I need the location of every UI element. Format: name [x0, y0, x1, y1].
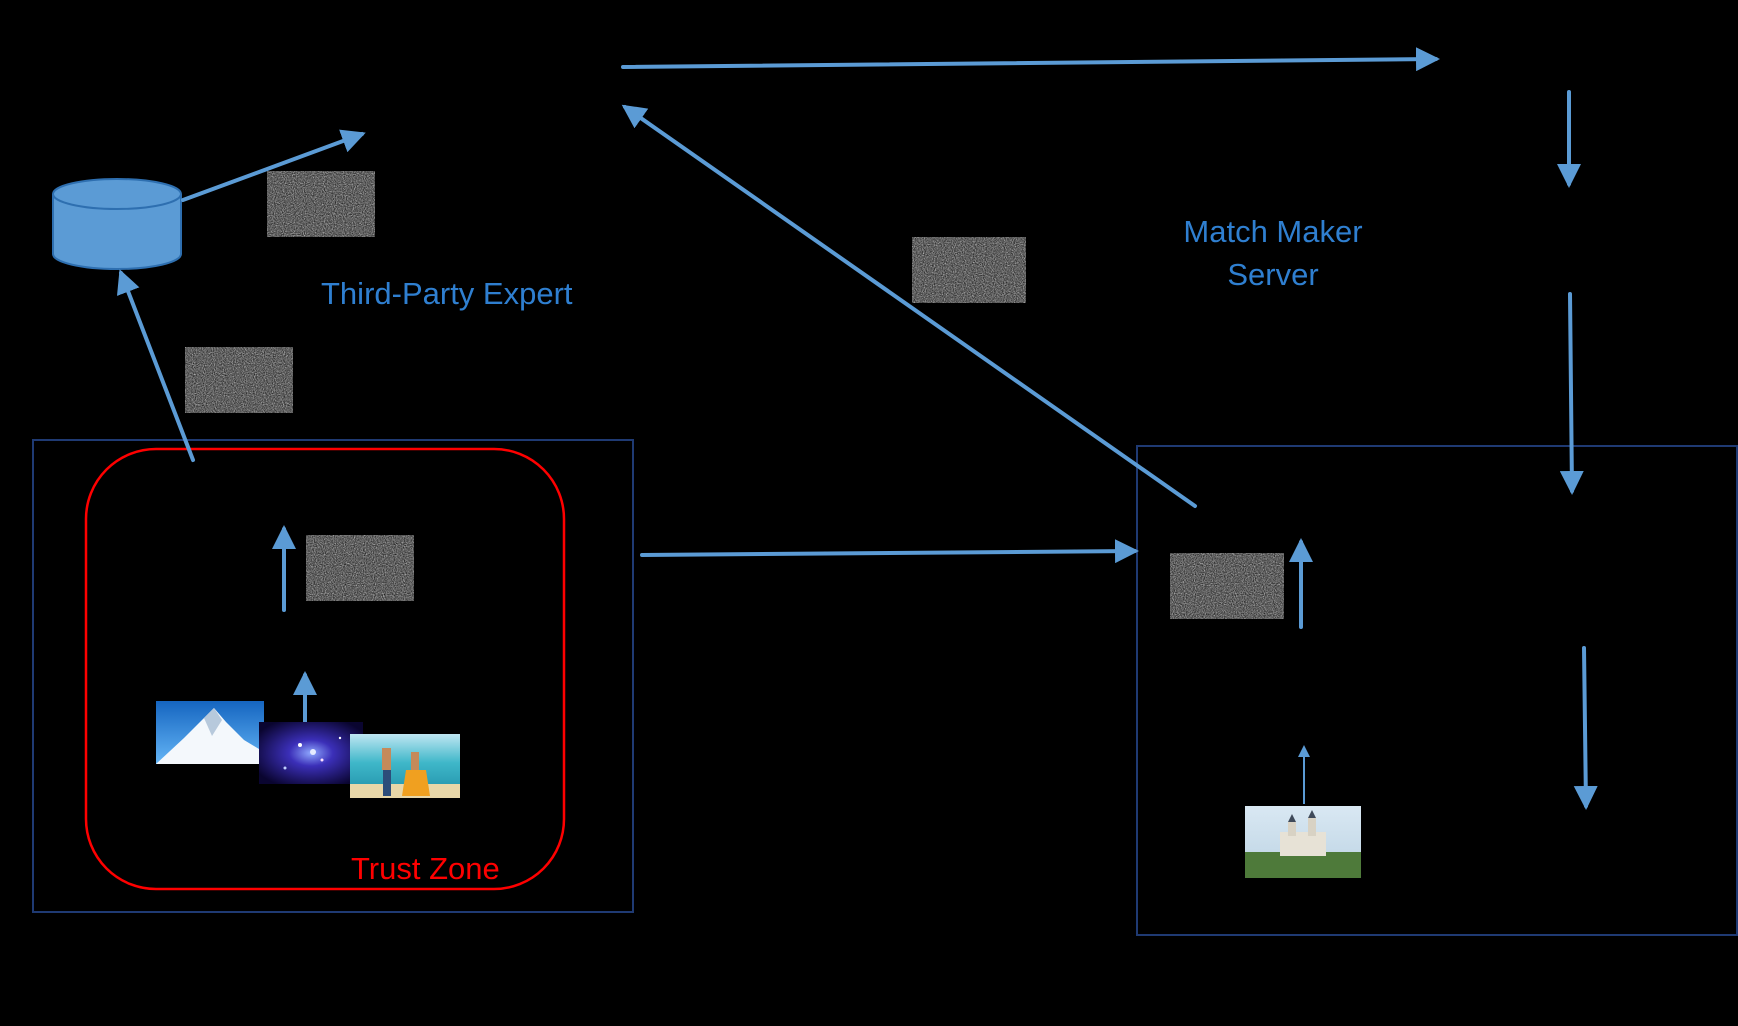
arrow-client-to-db — [116, 269, 195, 462]
trust-zone-boundary — [84, 447, 566, 891]
right-client-frame — [1136, 445, 1738, 936]
trust-zone-label: Trust Zone — [351, 851, 500, 886]
left-client-frame — [32, 439, 634, 913]
arrow-server-down-2 — [1559, 292, 1584, 495]
noise-block-top-left — [267, 171, 375, 237]
beach-couple-photo — [350, 734, 460, 798]
arrows — [116, 47, 1598, 810]
database-icon — [52, 178, 182, 270]
third-party-expert-label: Third-Party Expert — [321, 276, 573, 311]
match-maker-line1: Match Maker — [1183, 214, 1363, 249]
noise-block-right — [1170, 553, 1284, 619]
arrow-db-to-expert — [181, 129, 366, 202]
galaxy-photo — [259, 722, 363, 784]
match-maker-server-label: Match Maker Server — [1167, 213, 1379, 293]
noise-block-center — [912, 237, 1026, 303]
noise-block-left — [185, 347, 293, 413]
mountain-photo — [156, 701, 264, 764]
noise-block-trust-zone — [306, 535, 414, 601]
castle-photo — [1245, 806, 1361, 878]
arrow-right-to-top — [621, 104, 1197, 508]
arrow-top-to-server — [621, 47, 1440, 72]
match-maker-line2: Server — [1227, 257, 1319, 293]
arrow-left-to-right — [640, 539, 1139, 564]
arrow-right-down — [1573, 646, 1598, 810]
